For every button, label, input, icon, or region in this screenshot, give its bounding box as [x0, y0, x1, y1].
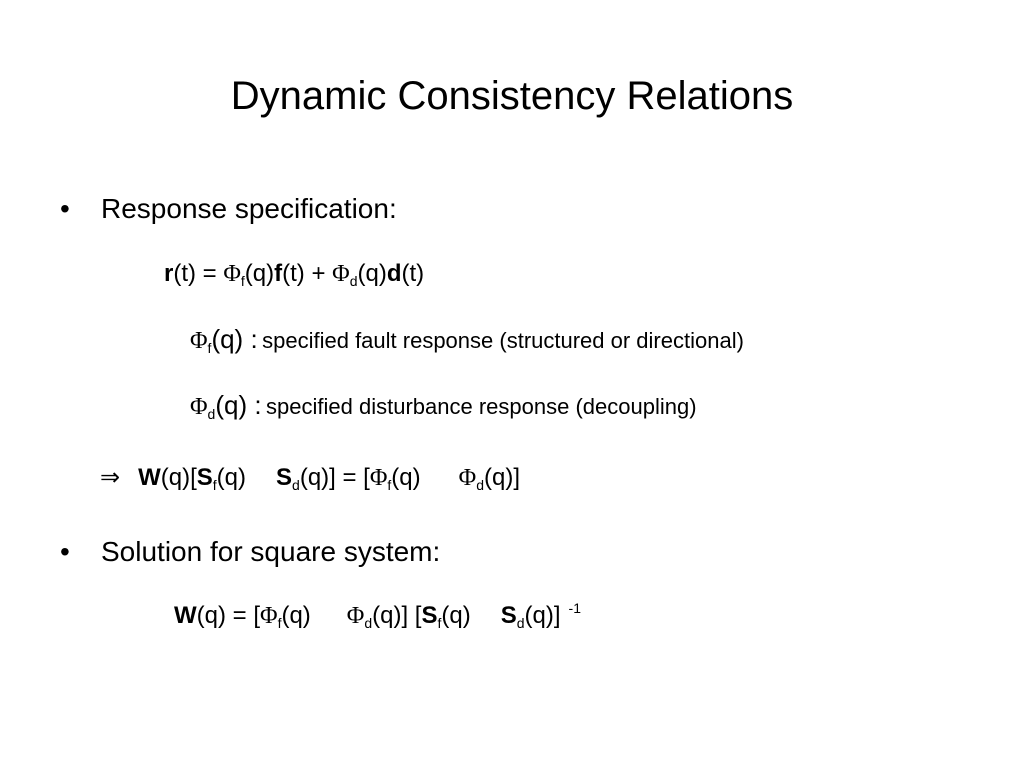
subscript: f	[387, 477, 392, 493]
eq-text: (q)	[281, 602, 311, 629]
eq-text: (q)	[216, 464, 247, 491]
slide-title: Dynamic Consistency Relations	[230, 74, 794, 118]
superscript-inverse: -1	[568, 600, 581, 616]
eq-text: (q) :	[215, 390, 262, 420]
subscript: d	[292, 477, 300, 493]
bullet-marker: •	[60, 536, 70, 567]
var-W: W	[174, 602, 197, 629]
phi-symbol: Φ	[190, 328, 208, 354]
implies-icon: ⇒	[100, 465, 121, 491]
bullet-text: Response specification:	[101, 193, 397, 224]
eq-text: (q)	[244, 260, 275, 287]
var-S: S	[421, 602, 438, 629]
eq-text: (q)	[441, 602, 471, 629]
var-S: S	[276, 464, 293, 491]
subscript: f	[207, 340, 212, 356]
eq-text: (q)] = [	[299, 464, 370, 491]
var-f: f	[274, 260, 283, 287]
definition-text: specified disturbance response (decoupli…	[266, 394, 697, 419]
phi-symbol: Φ	[369, 465, 388, 491]
subscript: d	[364, 615, 373, 631]
eq-text: (q)	[391, 464, 421, 491]
bullet-solution-square-system: • Solution for square system:	[60, 538, 440, 566]
var-r: r	[164, 260, 174, 287]
solution-equation: W(q) = [Φf(q)Φd(q)] [Sf(q)Sd(q)]-1	[174, 601, 581, 631]
phi-symbol: Φ	[223, 261, 241, 287]
subscript: f	[277, 615, 282, 631]
eq-text: (t)	[401, 260, 425, 287]
var-d: d	[386, 260, 402, 287]
eq-text: (q) = [	[196, 602, 261, 629]
eq-text: (t) =	[173, 260, 217, 287]
eq-text: (q)] [	[372, 602, 422, 629]
subscript: d	[476, 477, 484, 493]
eq-text: (q)[	[160, 464, 197, 491]
subscript: f	[240, 273, 245, 289]
bullet-text: Solution for square system:	[101, 536, 441, 567]
eq-text: (q) :	[211, 324, 258, 354]
definition-text: specified fault response (structured or …	[262, 328, 744, 353]
eq-text: (q)]	[524, 602, 561, 629]
bullet-response-specification: • Response specification:	[60, 195, 397, 223]
phi-symbol: Φ	[458, 465, 477, 491]
phi-f-definition: Φf(q) : specified fault response (struct…	[190, 324, 744, 356]
subscript: d	[349, 273, 358, 289]
phi-symbol: Φ	[332, 261, 350, 287]
response-equation: r(t) = Φf(q)f(t) + Φd(q)d(t)	[164, 260, 425, 289]
bullet-marker: •	[60, 193, 70, 224]
eq-text: (q)	[357, 260, 387, 287]
subscript: f	[437, 615, 442, 631]
phi-symbol: Φ	[346, 603, 365, 629]
subscript: d	[207, 406, 216, 422]
subscript: d	[516, 615, 525, 631]
phi-symbol: Φ	[190, 394, 208, 420]
phi-symbol: Φ	[260, 603, 278, 629]
var-W: W	[138, 464, 161, 491]
var-S: S	[196, 464, 213, 491]
eq-text: (t) +	[282, 260, 326, 287]
subscript: f	[212, 477, 217, 493]
eq-text: (q)]	[483, 464, 520, 491]
phi-d-definition: Φd(q) : specified disturbance response (…	[190, 390, 697, 422]
var-S: S	[500, 602, 517, 629]
implication-equation: ⇒W(q)[Sf(q)Sd(q)] = [Φf(q)Φd(q)]	[100, 464, 520, 493]
